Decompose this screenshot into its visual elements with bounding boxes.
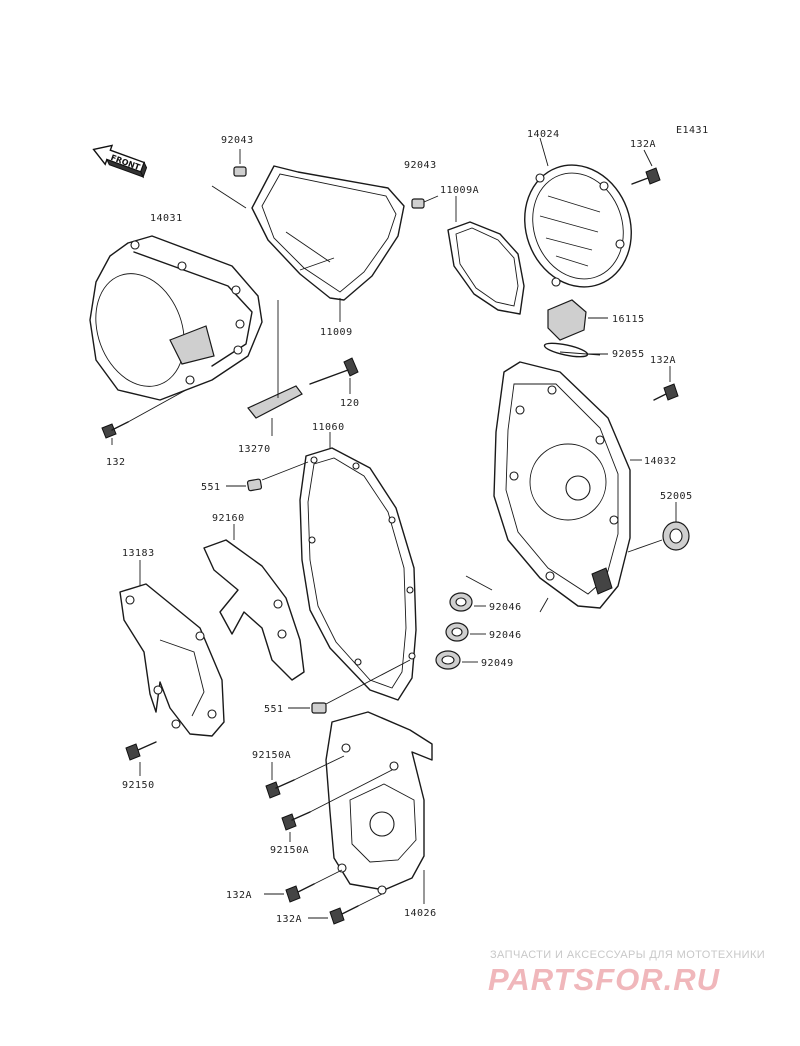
label-132: 132 <box>106 457 126 468</box>
part-92043-dowel-right <box>411 195 439 209</box>
part-92150A-bolt-top <box>265 755 345 799</box>
label-132A-bottom-2: 132A <box>276 914 302 925</box>
label-92150A-bottom: 92150A <box>270 845 309 856</box>
label-11060: 11060 <box>312 422 345 433</box>
part-52005-seal <box>627 502 690 553</box>
part-92160-plate <box>203 524 305 681</box>
label-13183: 13183 <box>122 548 155 559</box>
diagram-code: E1431 <box>676 125 709 136</box>
label-11009: 11009 <box>320 327 353 338</box>
part-92043-dowel-left <box>211 149 247 209</box>
part-92046-bearing-a <box>449 575 493 612</box>
part-14031-cover <box>89 235 263 401</box>
part-14026-cover <box>325 711 433 904</box>
part-132A-bolt-top <box>631 149 661 185</box>
label-16115: 16115 <box>612 314 645 325</box>
label-92150A-top: 92150A <box>252 750 291 761</box>
part-92046-bearing-b <box>445 622 486 642</box>
label-132A-top: 132A <box>630 139 656 150</box>
label-92046-b: 92046 <box>489 630 522 641</box>
label-92055: 92055 <box>612 349 645 360</box>
label-14026: 14026 <box>404 908 437 919</box>
part-92150-bolt <box>125 741 157 776</box>
label-92043-right: 92043 <box>404 160 437 171</box>
part-11009-gasket <box>251 165 405 322</box>
part-132A-bolt-bottom-2 <box>308 893 383 925</box>
part-92055-oring <box>543 342 608 358</box>
watermark-tagline: ЗАПЧАСТИ И АКСЕССУАРЫ ДЛЯ МОТОТЕХНИКИ <box>490 949 766 961</box>
watermark-logo: PARTSFOR.RU <box>488 962 721 997</box>
label-132A-bottom-1: 132A <box>226 890 252 901</box>
label-14032: 14032 <box>644 456 677 467</box>
part-14024-cover <box>524 137 632 288</box>
label-92046-a: 92046 <box>489 602 522 613</box>
part-92150A-bolt-bottom <box>281 769 393 842</box>
part-92049-seal <box>435 650 478 670</box>
label-92049: 92049 <box>481 658 514 669</box>
part-11009A-gasket <box>447 196 525 315</box>
part-11060-gasket <box>299 432 417 701</box>
part-13270-plate <box>247 300 303 436</box>
label-132A-mid: 132A <box>650 355 676 366</box>
part-551-dowel-top <box>226 461 309 492</box>
part-16115-cap <box>547 299 608 341</box>
part-120-bolt <box>309 357 359 394</box>
part-132A-bolt-bottom-1 <box>264 869 343 903</box>
part-13183-plate <box>119 560 225 737</box>
part-132-bolt <box>101 389 187 439</box>
label-52005: 52005 <box>660 491 693 502</box>
part-551-dowel-bottom <box>288 659 411 714</box>
label-551-top: 551 <box>201 482 221 493</box>
label-92160: 92160 <box>212 513 245 524</box>
part-14032-clutch-cover <box>493 351 642 609</box>
label-551-bottom: 551 <box>264 704 284 715</box>
label-120: 120 <box>340 398 360 409</box>
front-arrow-icon: FRONT <box>92 144 148 179</box>
label-13270: 13270 <box>238 444 271 455</box>
label-11009A: 11009A <box>440 185 479 196</box>
label-14031: 14031 <box>150 213 183 224</box>
label-14024: 14024 <box>527 129 560 140</box>
part-132A-bolt-mid <box>653 366 679 401</box>
label-92150: 92150 <box>122 780 155 791</box>
label-92043-left: 92043 <box>221 135 254 146</box>
